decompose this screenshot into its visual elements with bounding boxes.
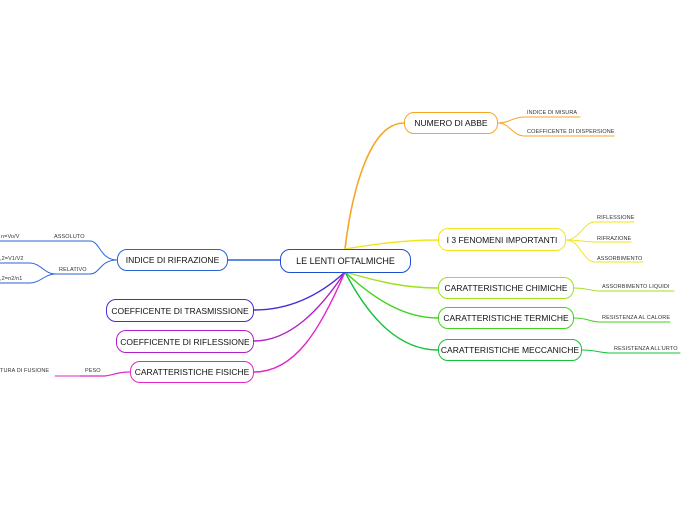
branch-indice-di-rifrazione[interactable]: INDICE DI RIFRAZIONE: [117, 249, 228, 271]
connector-peso: [79, 371, 131, 377]
connector-caratteristiche-fisiche: [253, 271, 346, 373]
connector-n2-n1: [0, 273, 56, 284]
leaf-temperatura-di-fusione[interactable]: TURA DI FUSIONE: [0, 368, 50, 374]
connector-resistenza-all-urto: [581, 349, 681, 354]
connector-caratteristiche-termiche: [344, 271, 439, 319]
branch-caratteristiche-meccaniche[interactable]: CARATTERISTICHE MECCANICHE: [438, 339, 582, 361]
branch-tre-fenomeni[interactable]: I 3 FENOMENI IMPORTANTI: [438, 228, 566, 251]
connector-numero-di-abbe: [344, 122, 405, 250]
connector-tre-fenomeni: [344, 239, 439, 250]
leaf-v1-v2[interactable]: ,2=V1/V2: [0, 256, 24, 262]
connector-relativo: [54, 259, 118, 275]
branch-caratteristiche-termiche[interactable]: CARATTERISTICHE TERMICHE: [438, 307, 574, 329]
connector-coefficente-di-dispersione: [497, 122, 526, 137]
connector-indice-di-misura: [497, 116, 526, 124]
connector-assorbimento-liquidi: [573, 287, 675, 292]
connector-v1-v2: [0, 262, 56, 275]
branch-caratteristiche-chimiche[interactable]: CARATTERISTICHE CHIMICHE: [438, 277, 574, 299]
leaf-coefficente-di-dispersione[interactable]: COEFFICENTE DI DISPERSIONE: [527, 129, 615, 135]
leaf-resistenza-all-urto[interactable]: RESISTENZA ALL'URTO: [614, 346, 678, 352]
leaf-assorbimento-liquidi[interactable]: ASSORBIMENTO LIQUIDI: [602, 284, 670, 290]
leaf-resistenza-al-calore[interactable]: RESISTENZA AL CALORE: [602, 315, 671, 321]
branch-caratteristiche-fisiche[interactable]: CARATTERISTICHE FISICHE: [130, 361, 254, 383]
branch-numero-di-abbe[interactable]: NUMERO DI ABBE: [404, 112, 498, 134]
leaf-indice-di-misura[interactable]: INDICE DI MISURA: [527, 110, 578, 116]
leaf-assorbimento[interactable]: ASSORBIMENTO: [597, 256, 643, 262]
branch-coefficente-di-trasmissione[interactable]: COEFFICENTE DI TRASMISSIONE: [106, 299, 254, 322]
branch-coefficente-di-riflessione[interactable]: COEFFICENTE DI RIFLESSIONE: [116, 330, 254, 353]
connector-assorbimento: [565, 239, 596, 263]
leaf-riflessione[interactable]: RIFLESSIONE: [597, 215, 635, 221]
sub-relativo[interactable]: RELATIVO: [59, 267, 87, 273]
central-topic[interactable]: LE LENTI OFTALMICHE: [280, 249, 411, 273]
leaf-n-vo-v[interactable]: n=Vo/V: [1, 234, 20, 240]
connector-resistenza-al-calore: [573, 317, 671, 323]
connector-riflessione: [565, 221, 596, 241]
sub-assoluto[interactable]: ASSOLUTO: [54, 234, 85, 240]
leaf-n2-n1[interactable]: ,2=n2/n1: [0, 276, 23, 282]
sub-peso[interactable]: PESO: [85, 368, 101, 374]
connector-caratteristiche-chimiche: [344, 271, 439, 289]
connector-assoluto: [49, 240, 118, 261]
connector-coefficente-di-riflessione: [253, 271, 346, 342]
leaf-rifrazione[interactable]: RIFRAZIONE: [597, 236, 632, 242]
connector-caratteristiche-meccaniche: [344, 271, 439, 351]
connector-coefficente-di-trasmissione: [253, 271, 346, 311]
